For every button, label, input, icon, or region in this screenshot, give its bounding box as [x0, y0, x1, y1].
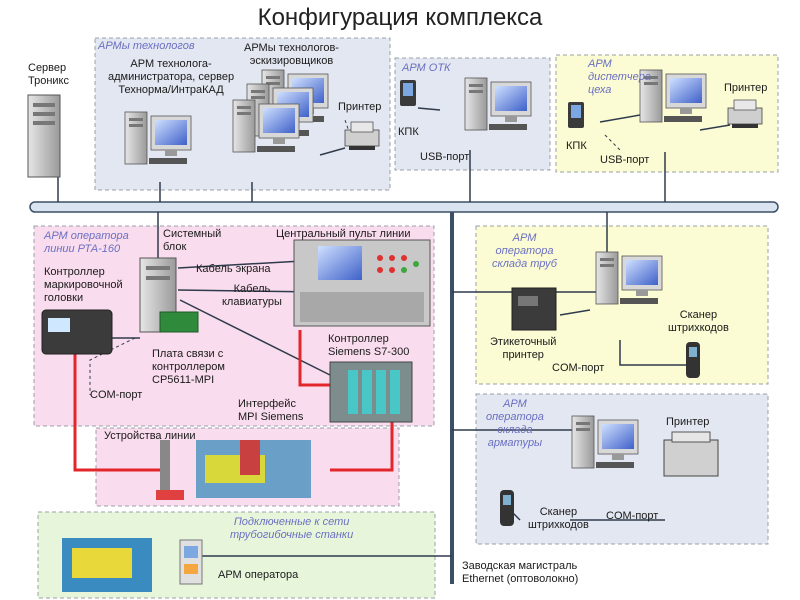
ethernet-backbone	[29, 201, 779, 213]
marking-head-icon	[160, 440, 170, 498]
siemens-label: Контроллер Siemens S7-300	[328, 333, 410, 358]
rebar-com-port-label: COM-порт	[606, 510, 659, 522]
label-printer-label: Этикеточный принтер	[490, 336, 557, 361]
line-devices-label: Устройства линии	[104, 430, 196, 442]
dispatcher-pda-label: КПК	[566, 140, 587, 152]
line-com-port-label: COM-порт	[90, 389, 143, 401]
zone-rebar	[475, 393, 769, 545]
system-unit-label: Системный блок	[163, 228, 222, 253]
zone-otk-title: АРМ ОТК	[402, 62, 451, 74]
printer-label: Принтер	[338, 101, 382, 113]
zone-dispatcher-title: АРМ диспетчера цеха	[588, 58, 651, 96]
screen-cable-label: Кабель экрана	[196, 263, 271, 275]
kb-cable-label: Кабель клавиатуры	[222, 283, 282, 308]
mpi-label: Интерфейс MPI Siemens	[238, 398, 304, 423]
dispatcher-usb-label: USB-порт	[600, 154, 650, 166]
bending-operator-label: АРМ оператора	[218, 569, 299, 581]
zone-rebar-title: АРМ оператора склада арматуры	[486, 398, 544, 449]
zone-tech-title: АРМы технологов	[98, 40, 195, 52]
server-label: Сервер Троникс	[28, 62, 69, 87]
comm-board-icon	[159, 311, 199, 333]
pda-icon	[400, 80, 416, 106]
pda-icon	[568, 102, 584, 128]
admin-workstation-label: АРМ технолога- администратора, сервер Те…	[108, 58, 235, 96]
marking-ctrl-label: Контроллер маркировочной головки	[44, 266, 123, 304]
zone-line-title: АРМ оператора линии РТА-160	[44, 230, 129, 255]
zone-bending-title: Подключенные к сети трубогибочные станки	[230, 516, 354, 541]
sketcher-label: АРМы технологов- эскизировщиков	[244, 42, 339, 67]
zone-pipe-title: АРМ оператора склада труб	[492, 232, 557, 270]
backbone-label: Заводская магистраль Ethernet (оптоволок…	[462, 560, 579, 585]
pipe-scanner-label: Сканер штрихкодов	[668, 309, 729, 334]
pipe-com-port-label: COM-порт	[552, 362, 605, 374]
rebar-scanner-label: Сканер штрихкодов	[528, 506, 589, 531]
server-icon	[27, 94, 61, 178]
otk-pda-label: КПК	[398, 126, 419, 138]
scanner-icon	[686, 342, 700, 378]
printer-icon	[663, 439, 719, 477]
rebar-printer-label: Принтер	[666, 416, 710, 428]
comm-board-label: Плата связи с контроллером CP5611-MPI	[152, 348, 225, 386]
dispatcher-printer-label: Принтер	[724, 82, 768, 94]
page-title: Конфигурация комплекса	[257, 4, 543, 31]
scanner-icon	[500, 490, 514, 526]
otk-usb-label: USB-порт	[420, 151, 470, 163]
label-printer-icon	[511, 287, 557, 331]
central-panel-label: Центральный пульт линии	[276, 228, 411, 240]
